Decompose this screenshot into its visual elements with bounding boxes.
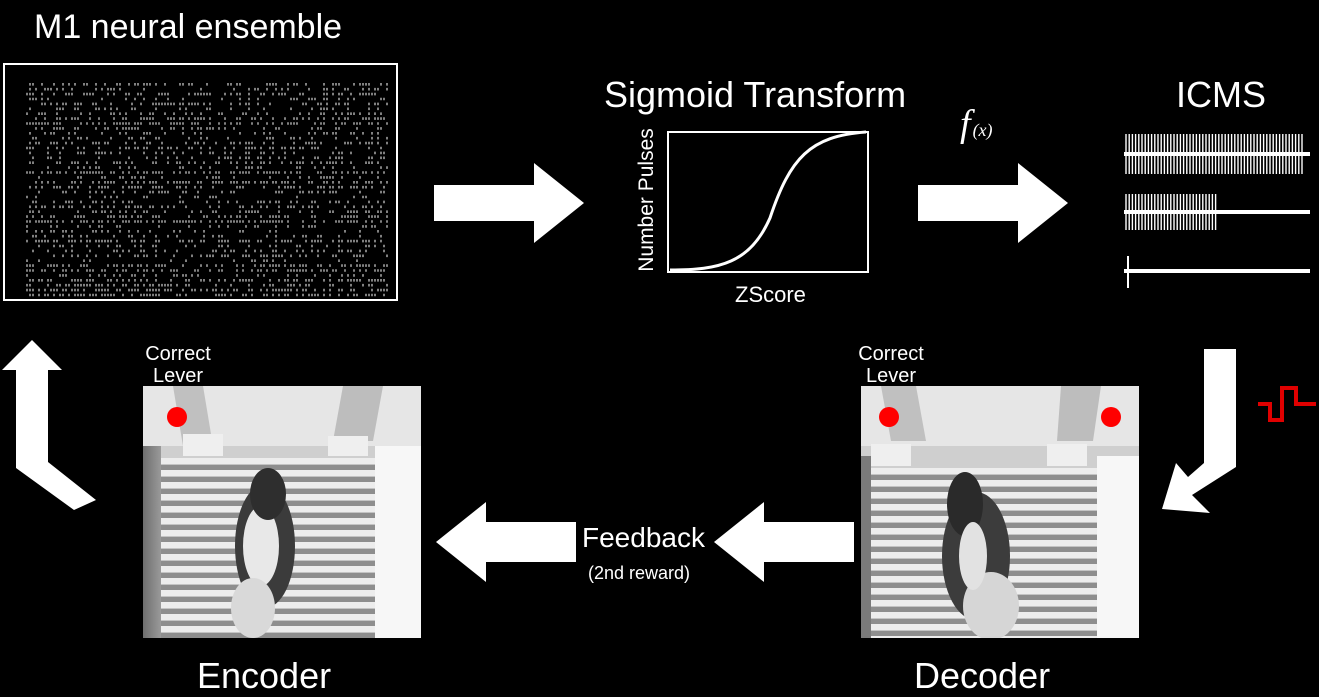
- feedback-sublabel: (2nd reward): [588, 563, 691, 583]
- spike-raster-panel: [3, 63, 398, 301]
- encoder-title: Encoder: [197, 655, 332, 696]
- square-pulse-icon: [1258, 386, 1316, 422]
- decoder-video-frame: [861, 386, 1139, 638]
- decoder-lever-dot-right: [1101, 407, 1121, 427]
- m1-title: M1 neural ensemble: [34, 8, 343, 46]
- arrow-right-icon: [918, 163, 1068, 243]
- arrow-up-bent-icon: [2, 340, 96, 510]
- sigmoid-xlabel: ZScore: [735, 282, 806, 307]
- sigmoid-plot: [667, 130, 869, 273]
- sigmoid-title: Sigmoid Transform: [604, 74, 907, 115]
- spike-raster: [26, 83, 388, 297]
- icms-title: ICMS: [1176, 74, 1266, 115]
- arrow-right-icon: [434, 163, 584, 243]
- function-label: f(x): [960, 102, 993, 146]
- decoder-correct-lever-label: Correct Lever: [843, 343, 939, 387]
- encoder-lever-dot: [167, 407, 187, 427]
- decoder-lever-line2: Lever: [865, 365, 917, 387]
- sigmoid-ylabel: Number Pulses: [635, 128, 658, 272]
- decoder-lever-line1: Correct: [858, 343, 924, 365]
- function-arg: (x): [972, 120, 993, 140]
- encoder-lever-line2: Lever: [152, 365, 204, 387]
- decoder-title: Decoder: [914, 655, 1051, 696]
- arrow-left-icon: [714, 502, 854, 582]
- encoder-lever-line1: Correct: [145, 343, 211, 365]
- decoder-lever-dot-left: [879, 407, 899, 427]
- icms-pulse-trains: [1124, 134, 1310, 288]
- arrow-left-icon: [436, 502, 576, 582]
- arrow-down-left-icon: [1162, 349, 1236, 513]
- function-f: f: [960, 103, 971, 145]
- encoder-correct-lever-label: Correct Lever: [130, 343, 226, 387]
- encoder-video-frame: [143, 386, 421, 638]
- feedback-label: Feedback: [582, 522, 705, 553]
